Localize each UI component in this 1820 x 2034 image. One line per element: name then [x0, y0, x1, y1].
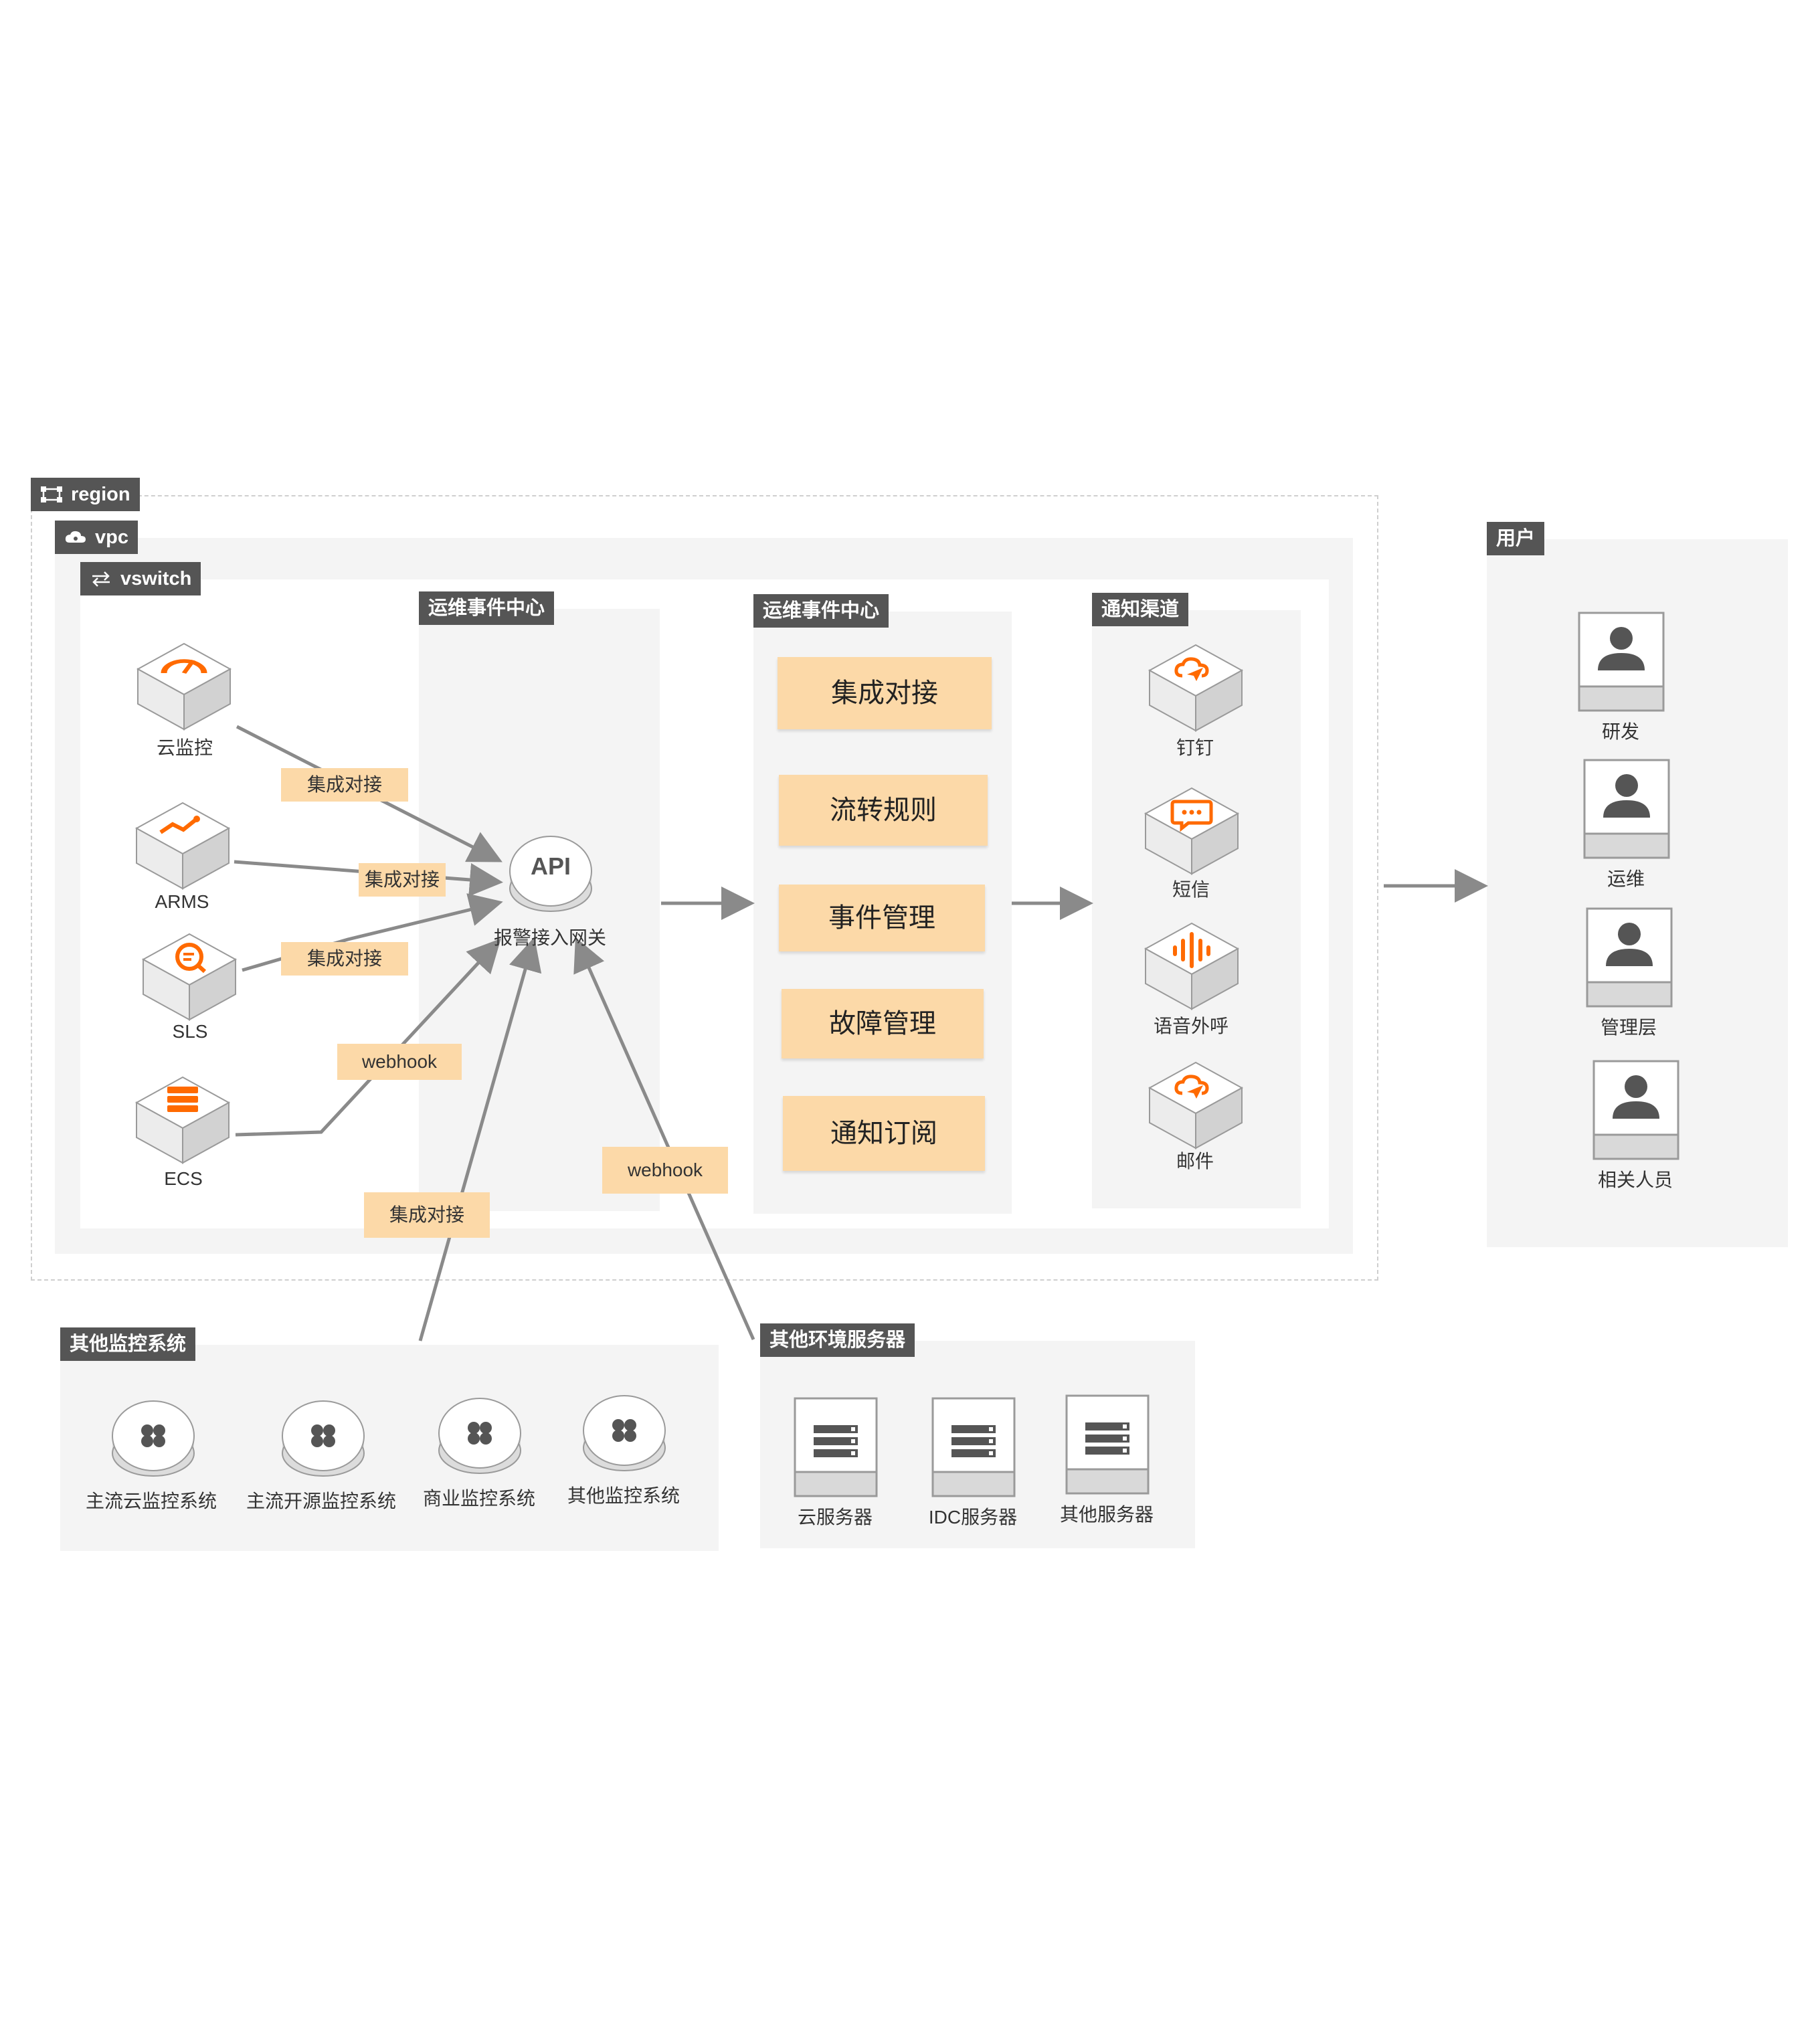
voice-call-icon [1173, 932, 1210, 968]
channel-label-voice: 语音外呼 [1153, 1016, 1229, 1036]
grid-icon [311, 1424, 335, 1447]
user-label-management: 管理层 [1600, 1017, 1657, 1038]
server-idc-icon[interactable] [931, 1397, 1016, 1497]
gateway-label: 报警接入网关 [493, 927, 607, 948]
ecs-node[interactable] [132, 1073, 233, 1167]
sls-icon [175, 943, 207, 974]
api-gateway-node[interactable]: API [507, 830, 594, 917]
vswitch-label: vswitch [120, 568, 192, 589]
edge-label-sls: 集成对接 [281, 942, 408, 976]
notify-section-title: 通知渠道 [1101, 599, 1180, 620]
arms-node[interactable] [132, 799, 233, 893]
center-section-title: 运维事件中心 [763, 600, 880, 622]
monitor-system-other[interactable] [581, 1389, 668, 1476]
module-routing-rules[interactable]: 流转规则 [779, 775, 988, 846]
channel-label-dingtalk: 钉钉 [1176, 737, 1214, 758]
edge-other-monitor [418, 937, 542, 1342]
source-label-ecs: ECS [164, 1168, 203, 1189]
grid-icon [141, 1424, 165, 1447]
sms-node[interactable] [1142, 784, 1242, 878]
user-label-related: 相关人员 [1597, 1170, 1673, 1190]
user-rd-icon[interactable] [1578, 612, 1665, 712]
edge-label-other-monitor: 集成对接 [364, 1192, 490, 1238]
region-boundary [31, 495, 1378, 1281]
user-ops-icon[interactable] [1583, 759, 1670, 859]
edge-label-cms: 集成对接 [281, 768, 408, 802]
user-label-ops: 运维 [1607, 868, 1645, 889]
ecs-icon [167, 1087, 198, 1112]
arms-icon [159, 817, 198, 834]
edge-sls [242, 893, 503, 972]
server-label-other: 其他服务器 [1059, 1504, 1154, 1525]
users-section-tag: 用户 [1487, 522, 1545, 555]
other-monitor-section-title: 其他监控系统 [70, 1333, 187, 1355]
center-section-tag: 运维事件中心 [753, 594, 889, 628]
sms-icon [1170, 800, 1213, 832]
region-label: region [71, 484, 130, 505]
notify-section-tag: 通知渠道 [1092, 593, 1189, 626]
cloud-monitor-icon [161, 659, 207, 674]
grid-icon [612, 1419, 636, 1442]
server-label-cloud: 云服务器 [797, 1507, 873, 1528]
user-management-icon[interactable] [1586, 907, 1673, 1008]
sls-node[interactable] [139, 930, 240, 1024]
edge-ecs [235, 938, 501, 1137]
monitor-system-label-opensource: 主流开源监控系统 [246, 1491, 397, 1511]
dingtalk-icon [1174, 657, 1209, 681]
gateway-section-title: 运维事件中心 [428, 597, 545, 619]
dingtalk-node[interactable] [1146, 641, 1246, 735]
vswitch-tag: vswitch [80, 562, 201, 595]
region-tag: region [31, 478, 140, 511]
voice-call-node[interactable] [1142, 919, 1242, 1013]
grid-icon [468, 1422, 492, 1445]
monitor-system-label-cloud: 主流云监控系统 [85, 1491, 217, 1511]
server-cloud-icon[interactable] [794, 1397, 878, 1497]
monitor-system-cloud[interactable] [110, 1394, 197, 1481]
user-related-icon[interactable] [1592, 1060, 1679, 1160]
cloud-icon [65, 531, 86, 543]
server-other-icon[interactable] [1065, 1394, 1150, 1495]
api-text: API [530, 852, 571, 880]
edge-other-servers [573, 937, 755, 1341]
module-incident-management[interactable]: 故障管理 [782, 989, 984, 1058]
monitor-system-commercial[interactable] [436, 1392, 523, 1479]
email-node[interactable] [1146, 1058, 1246, 1152]
email-icon [1174, 1075, 1209, 1099]
switch-icon [92, 571, 110, 587]
gateway-section-tag: 运维事件中心 [419, 591, 555, 625]
module-notification-subscription[interactable]: 通知订阅 [783, 1096, 985, 1171]
region-icon [41, 486, 62, 502]
module-integration[interactable]: 集成对接 [778, 657, 992, 729]
monitor-system-opensource[interactable] [280, 1394, 367, 1481]
monitor-system-label-commercial: 商业监控系统 [422, 1488, 536, 1509]
other-servers-section-title: 其他环境服务器 [769, 1329, 906, 1351]
edge-label-arms: 集成对接 [359, 863, 446, 897]
source-label-sls: SLS [172, 1021, 208, 1042]
channel-label-sms: 短信 [1172, 879, 1210, 900]
source-label-arms: ARMS [155, 891, 209, 912]
server-label-idc: IDC服务器 [928, 1507, 1018, 1528]
vpc-label: vpc [95, 527, 128, 548]
edge-label-other-servers: webhook [602, 1147, 728, 1194]
monitor-system-label-other: 其他监控系统 [567, 1485, 680, 1506]
users-section-title: 用户 [1496, 528, 1536, 549]
other-monitor-section-tag: 其他监控系统 [60, 1327, 196, 1361]
module-event-management[interactable]: 事件管理 [779, 885, 985, 951]
other-servers-section-tag: 其他环境服务器 [760, 1323, 915, 1357]
vpc-tag: vpc [55, 521, 138, 554]
edge-label-ecs: webhook [337, 1044, 462, 1080]
user-label-rd: 研发 [1601, 721, 1640, 742]
cloud-monitor-node[interactable] [134, 640, 234, 733]
channel-label-email: 邮件 [1176, 1151, 1214, 1172]
source-label-cms: 云监控 [156, 737, 213, 758]
